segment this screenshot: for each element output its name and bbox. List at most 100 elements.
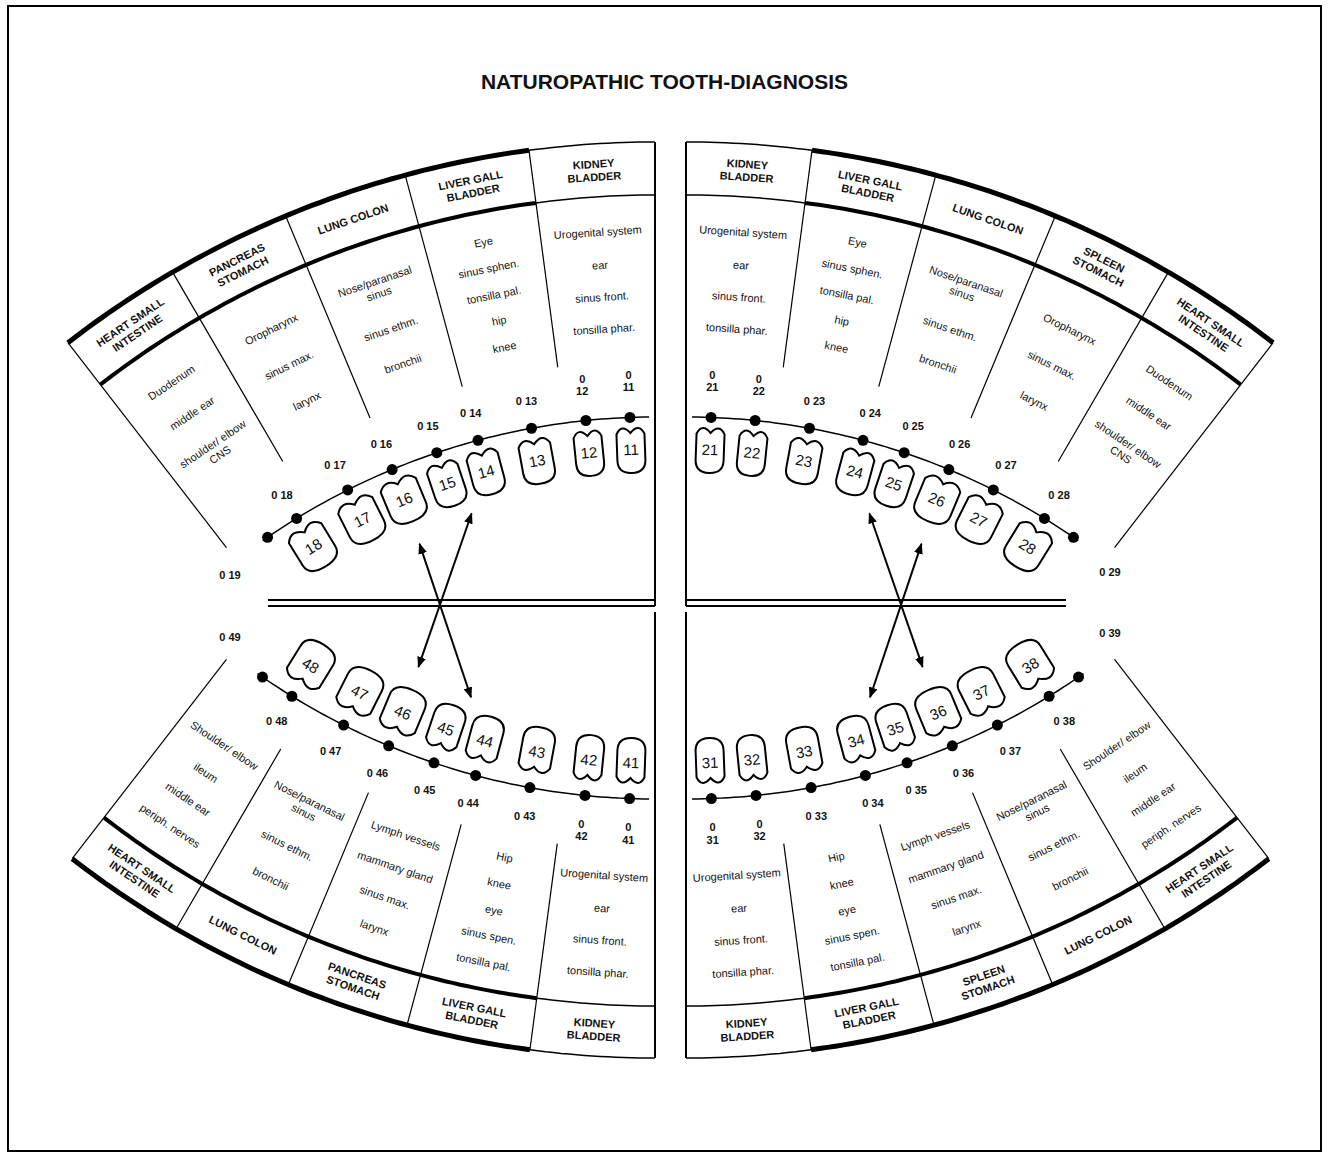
organ-name: tonsilla pal. xyxy=(465,283,521,306)
organ-name: tonsilla phar. xyxy=(573,321,635,338)
meridian-name: PANCREAS STOMACH xyxy=(193,235,287,299)
organ-sector: Nose/paranasal sinussinus ethm.bronchii xyxy=(884,238,1019,408)
tooth-point xyxy=(806,782,817,793)
tooth-contour xyxy=(425,458,470,511)
organ-name: sinus sphen. xyxy=(821,256,884,281)
tooth-contour xyxy=(784,436,824,486)
organ-name: middle ear xyxy=(1124,394,1174,433)
organ-name: knee xyxy=(491,339,517,356)
tooth-number: 21 xyxy=(701,441,718,459)
organ-name: tonsilla phar. xyxy=(567,964,629,981)
meridian-band: KIDNEY BLADDER xyxy=(692,1006,802,1053)
tooth-number: 27 xyxy=(968,507,991,530)
point-label: 0 15 xyxy=(417,420,438,432)
tooth-contour xyxy=(736,733,768,780)
tooth-point xyxy=(387,464,398,475)
organ-name: eye xyxy=(837,902,857,918)
meridian-name: KIDNEY BLADDER xyxy=(547,1014,640,1045)
tooth-outline: 48 xyxy=(279,632,343,698)
tooth-number: 18 xyxy=(302,534,325,557)
point-label: 0 34 xyxy=(862,797,883,809)
tooth-number: 34 xyxy=(846,729,867,750)
point-label: 0 27 xyxy=(995,459,1016,471)
organ-name: sinus spen. xyxy=(460,925,517,948)
organ-name: bronchii xyxy=(251,865,291,893)
organ-sector: Urogenital systemearsinus front.tonsilla… xyxy=(550,204,652,358)
organ-name: Nose/paranasal sinus xyxy=(917,262,1010,315)
point-label: 0 46 xyxy=(367,767,388,779)
organ-name: sinus ethm. xyxy=(921,314,978,344)
tooth-outline: 27 xyxy=(948,486,1010,550)
point-label: 0 35 xyxy=(906,784,927,796)
tooth-point xyxy=(580,415,591,426)
tooth-outline: 31 xyxy=(692,736,728,787)
tooth-point xyxy=(751,790,762,801)
tooth-number: 26 xyxy=(926,488,948,510)
point-label: 0 26 xyxy=(949,438,970,450)
tooth-outline: 44 xyxy=(460,711,510,769)
organ-name: Duodenum xyxy=(146,363,198,404)
tooth-number: 43 xyxy=(527,741,546,761)
tooth-point xyxy=(579,790,590,801)
point-label: 0 49 xyxy=(219,631,240,643)
arrow-connector xyxy=(870,544,922,697)
organ-sector: Eyesinus sphen.tonsilla pal.hipknee xyxy=(788,213,907,376)
tooth-point xyxy=(431,447,442,458)
tooth-outline: 15 xyxy=(421,453,473,513)
tooth-outline: 28 xyxy=(996,513,1060,579)
point-label: 0 16 xyxy=(371,438,392,450)
gum-line xyxy=(692,674,1084,799)
tooth-point xyxy=(943,464,954,475)
tooth-contour xyxy=(871,458,916,511)
point-label: 0 17 xyxy=(324,459,345,471)
tooth-contour xyxy=(286,518,342,576)
organ-name: Hip xyxy=(495,850,514,866)
tooth-point xyxy=(472,435,483,446)
organ-sector: Nose/paranasal sinussinus ethm.bronchii xyxy=(977,754,1125,927)
organ-name: middle ear xyxy=(167,394,217,433)
point-label: 0 13 xyxy=(516,395,537,407)
tooth-contour xyxy=(573,430,605,477)
organ-name: Urogenital system xyxy=(560,867,649,885)
tooth-number: 47 xyxy=(349,681,372,704)
tooth-number: 13 xyxy=(528,450,547,470)
meridian-name: LIVER GALL BLADDER xyxy=(424,166,519,209)
quadrant-divider xyxy=(685,612,687,1058)
tooth-point xyxy=(624,412,635,423)
tooth-number: 31 xyxy=(701,753,718,771)
organ-name: mammary gland xyxy=(356,848,435,885)
meridian-band: KIDNEY BLADDER xyxy=(539,1006,649,1053)
meridian-name: SPLEEN STOMACH xyxy=(1054,235,1148,299)
tooth-contour xyxy=(736,430,768,477)
tooth-number: 44 xyxy=(475,729,496,750)
gum-line xyxy=(258,674,650,799)
meridian-name: LIVER GALL BLADDER xyxy=(821,166,916,209)
point-label: 0 31 xyxy=(705,821,721,845)
sector-divider xyxy=(529,150,558,367)
tooth-point xyxy=(624,793,635,804)
organ-name: larynx xyxy=(1018,389,1050,413)
jaw-divider xyxy=(686,605,1066,607)
organ-name: Nose/paranasal sinus xyxy=(330,262,423,315)
tooth-contour xyxy=(377,682,429,738)
point-label: 0 33 xyxy=(806,810,827,822)
tooth-point xyxy=(992,720,1003,731)
meridian-name: HEART SMALL INTESTINE xyxy=(89,292,179,364)
sector-divider xyxy=(530,844,557,1050)
point-label: 0 22 xyxy=(751,373,767,397)
point-label: 0 12 xyxy=(574,373,590,397)
point-label: 0 11 xyxy=(621,369,637,393)
meridian-name: LIVER GALL BLADDER xyxy=(820,993,915,1036)
organ-sector: Urogenital systemearsinus front.tonsilla… xyxy=(550,847,652,1001)
point-label: 0 48 xyxy=(266,715,287,727)
tooth-number: 42 xyxy=(580,749,598,768)
frame xyxy=(8,6,1321,1151)
tooth-outline: 12 xyxy=(570,426,609,479)
organ-name: sinus ethm. xyxy=(1026,828,1082,864)
quadrant-divider xyxy=(654,142,656,606)
tooth-outline: 17 xyxy=(331,486,393,550)
tooth-outline: 45 xyxy=(420,698,472,758)
organ-name: sinus max. xyxy=(263,348,316,383)
tooth-number: 33 xyxy=(795,741,814,761)
point-label: 0 36 xyxy=(953,767,974,779)
